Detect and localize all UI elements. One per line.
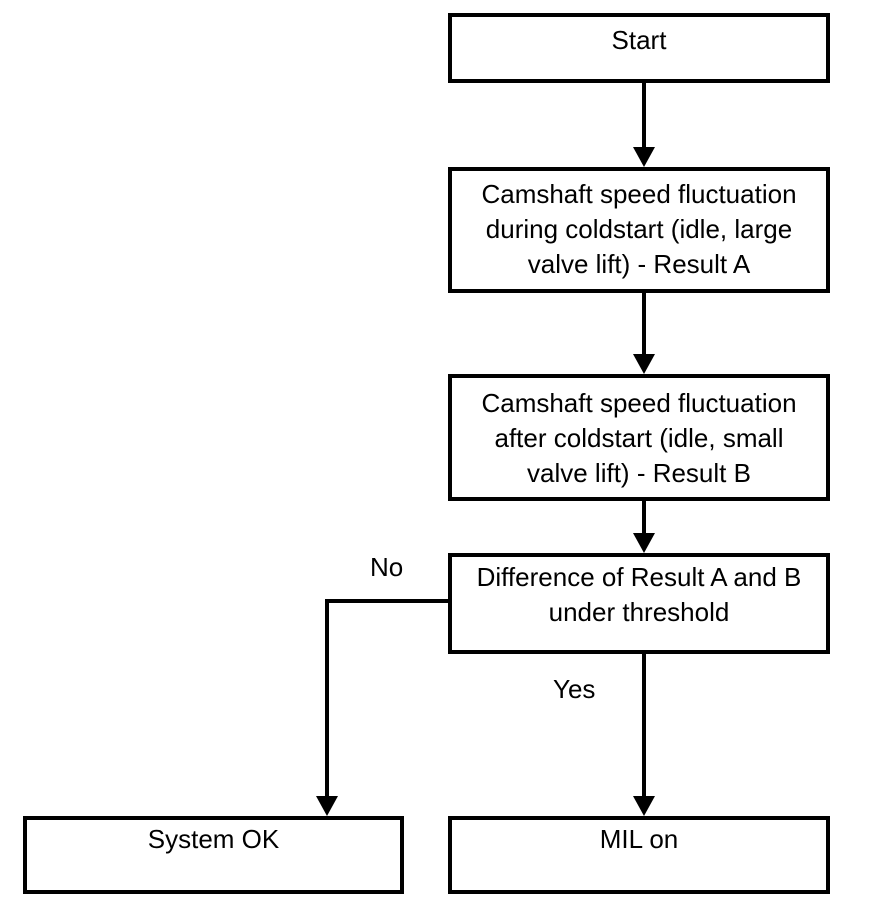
connector-start-to-result-a (642, 83, 646, 149)
node-decision-threshold: Difference of Result A and B under thres… (448, 553, 830, 654)
node-system-ok: System OK (23, 816, 404, 894)
node-mil-on-label: MIL on (599, 824, 679, 854)
node-mil-on: MIL on (448, 816, 830, 894)
arrowhead-down-icon (633, 354, 655, 374)
node-system-ok-label: System OK (147, 824, 280, 854)
node-camshaft-fluctuation-result-a: Camshaft speed fluctuation during coldst… (448, 167, 830, 293)
arrowhead-down-icon (633, 533, 655, 553)
connector-result-a-to-result-b (642, 293, 646, 356)
node-result-a-label: Camshaft speed fluctuation during coldst… (481, 179, 797, 279)
connector-yes-decision-to-mil-on (642, 654, 646, 798)
node-start: Start (448, 13, 830, 83)
connector-no-horizontal (325, 599, 448, 603)
arrowhead-down-icon (316, 796, 338, 816)
edge-label-no: No (370, 552, 404, 582)
edge-label-yes: Yes (553, 674, 596, 704)
node-decision-label: Difference of Result A and B under thres… (476, 562, 802, 627)
node-start-label: Start (611, 25, 667, 55)
connector-result-b-to-decision (642, 501, 646, 535)
node-camshaft-fluctuation-result-b: Camshaft speed fluctuation after coldsta… (448, 374, 830, 501)
arrowhead-down-icon (633, 147, 655, 167)
arrowhead-down-icon (633, 796, 655, 816)
node-result-b-label: Camshaft speed fluctuation after coldsta… (481, 388, 797, 488)
connector-no-decision-to-system-ok (325, 599, 329, 798)
